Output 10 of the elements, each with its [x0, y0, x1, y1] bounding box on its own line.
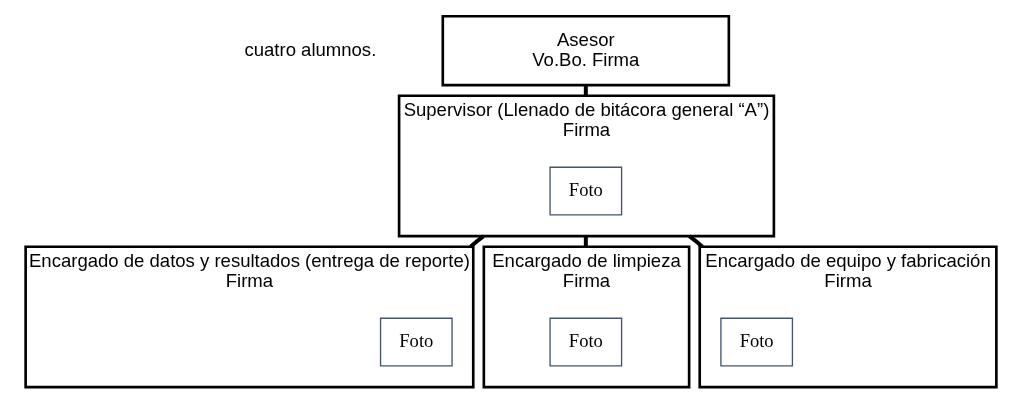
node-box: Foto	[379, 317, 453, 367]
node-box: Foto	[548, 317, 622, 367]
label: cuatro alumnos.	[243, 38, 376, 60]
connector	[687, 234, 704, 248]
node-box: Foto	[719, 317, 793, 367]
connector	[468, 234, 485, 248]
connector	[583, 84, 588, 96]
connector	[583, 235, 588, 247]
node-box: Asesor Vo.Bo. Firma	[440, 14, 730, 86]
node-box: Foto	[548, 166, 622, 216]
